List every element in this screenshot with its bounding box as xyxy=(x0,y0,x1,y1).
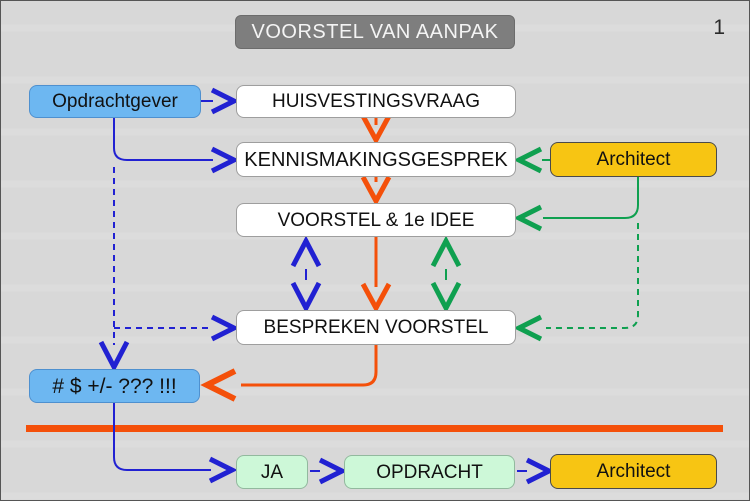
arrow-double-blue-voorstel-bespreken xyxy=(290,235,322,314)
node-architect-top: Architect xyxy=(550,142,717,177)
slide-title: VOORSTEL VAN AANPAK xyxy=(235,15,515,49)
arrow-dashed-architect-bespreken xyxy=(513,223,639,342)
node-opdracht: OPDRACHT xyxy=(344,455,515,489)
arrow-dashed-opdrachtgever-kosten xyxy=(98,340,130,373)
node-ja: JA xyxy=(236,455,308,489)
arrow-architect-kennismakingsgesprek xyxy=(513,146,550,174)
arrow-huisvestingsvraag-kennismakingsgesprek xyxy=(360,114,392,146)
arrow-dashed-opdrachtgever-bespreken xyxy=(114,314,240,342)
arrow-ja-opdracht xyxy=(310,457,348,485)
arrow-voorstel-bespreken xyxy=(360,237,392,314)
page-number: 1 xyxy=(713,16,725,39)
node-kennismakingsgesprek: KENNISMAKINGSGESPREK xyxy=(236,142,516,177)
arrow-opdracht-architect xyxy=(517,457,555,485)
arrow-double-green-voorstel-bespreken xyxy=(430,235,462,314)
node-huisvestingsvraag: HUISVESTINGSVRAAG xyxy=(236,85,516,118)
arrow-opdrachtgever-huisvestingsvraag xyxy=(201,87,240,115)
node-voorstel-1e-idee: VOORSTEL & 1e IDEE xyxy=(236,203,516,237)
node-opdrachtgever: Opdrachtgever xyxy=(29,85,201,118)
node-kosten-vragen: # $ +/- ??? !!! xyxy=(29,369,200,403)
arrow-kennismakingsgesprek-voorstel xyxy=(360,175,392,207)
node-bespreken-voorstel: BESPREKEN VOORSTEL xyxy=(236,310,516,345)
arrow-kosten-ja xyxy=(113,403,238,484)
arrow-architect-voorstel xyxy=(513,177,639,232)
orange-divider-line xyxy=(26,425,723,432)
node-architect-bottom: Architect xyxy=(550,454,717,489)
arrow-bespreken-kosten xyxy=(200,345,378,402)
arrow-opdrachtgever-kennismakingsgesprek xyxy=(113,118,240,174)
